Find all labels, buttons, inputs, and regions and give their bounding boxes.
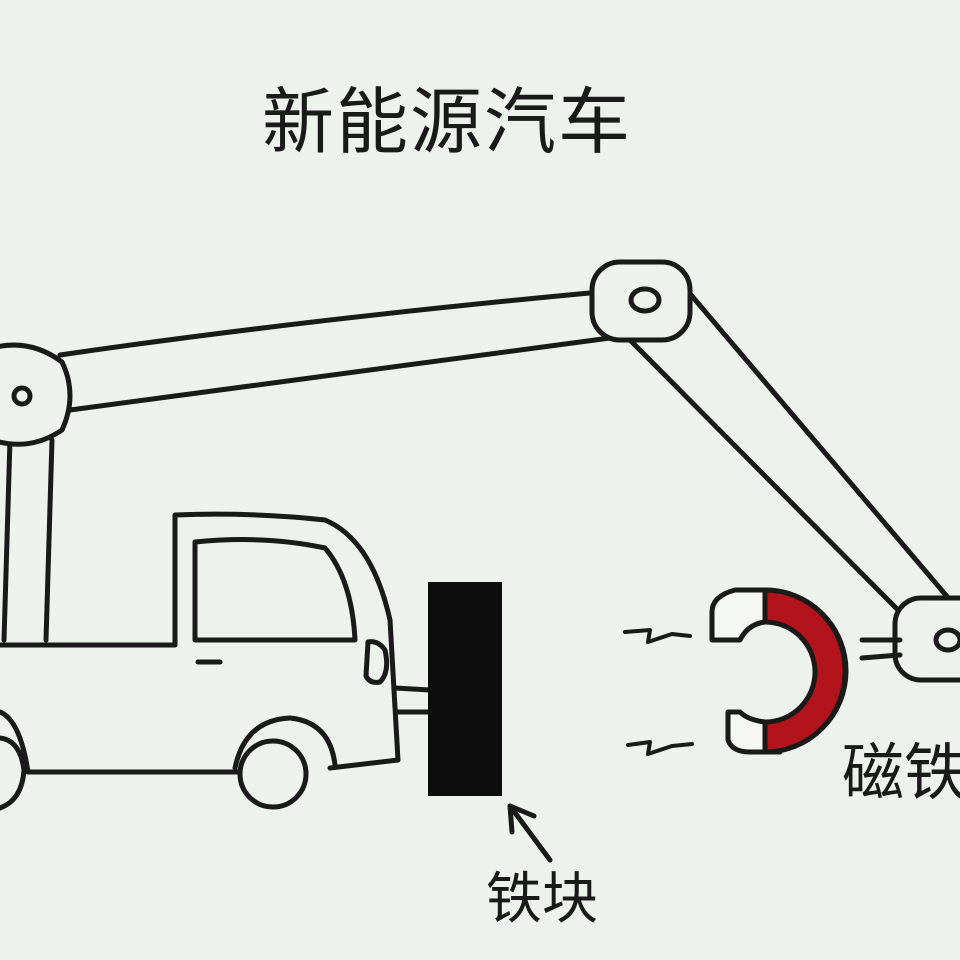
iron-block-arrow	[507, 803, 553, 863]
crane-joint-top	[589, 259, 693, 343]
crane-joint-left	[0, 342, 73, 447]
field-line-upper	[623, 628, 692, 644]
truck-body	[0, 511, 401, 775]
horseshoe-magnet	[709, 587, 849, 755]
rear-wheel	[0, 735, 27, 811]
crane-boom-upper	[57, 289, 613, 413]
iron-block-label: 铁块	[486, 867, 598, 932]
front-wheel	[237, 738, 309, 810]
crane-boom-lower	[622, 279, 953, 615]
crane-joint-magnet	[892, 595, 960, 683]
headlight	[363, 639, 390, 685]
crane-mast	[1, 437, 55, 643]
bumper-rod	[392, 685, 433, 693]
page-title: 新能源汽车	[262, 80, 633, 164]
iron-block	[428, 582, 502, 796]
cab-window	[192, 537, 358, 643]
field-line-lower	[626, 740, 694, 756]
magnet-label: 磁铁	[842, 736, 960, 809]
